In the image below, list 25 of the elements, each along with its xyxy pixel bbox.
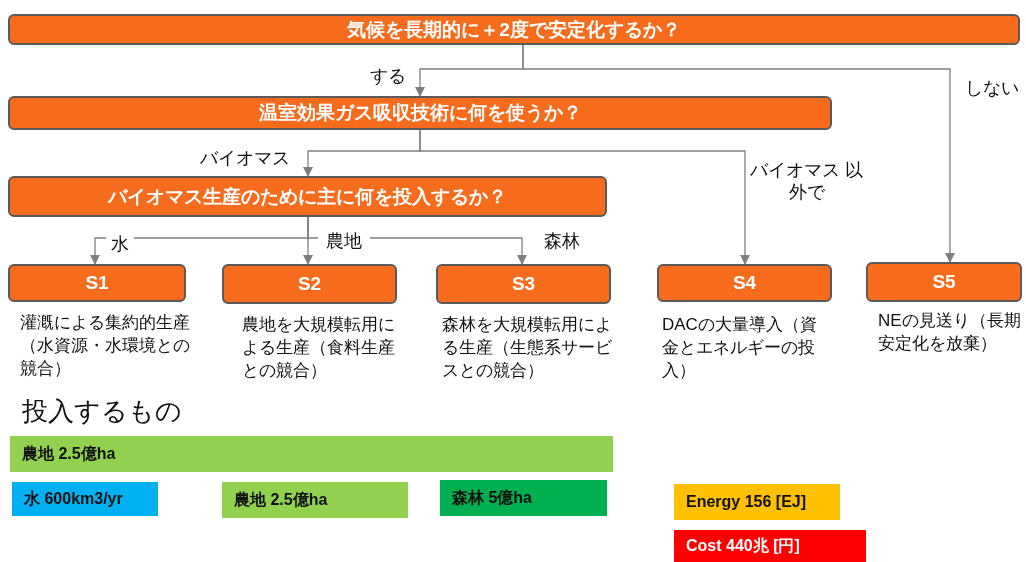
edge-label: 農地 bbox=[318, 231, 370, 253]
value-bar: 森林 5億ha bbox=[440, 480, 607, 516]
decision-box: 気候を長期的に＋2度で安定化するか？ bbox=[8, 14, 1020, 45]
decision-box: S2 bbox=[222, 264, 397, 304]
decision-box: 温室効果ガス吸収技術に何を使うか？ bbox=[8, 96, 832, 130]
decision-box: S5 bbox=[866, 262, 1022, 302]
decision-box: バイオマス生産のために主に何を投入するか？ bbox=[8, 176, 607, 217]
edge-label: バイオマス 以外で bbox=[748, 160, 866, 204]
scenario-description: 森林を大規模転用による生産（生態系サービスとの競合） bbox=[442, 314, 612, 382]
arrow bbox=[522, 44, 956, 264]
decision-box: S4 bbox=[657, 264, 832, 302]
edge-label: 水 bbox=[106, 234, 134, 256]
scenario-description: 灌漑による集約的生産（水資源・水環境との競合） bbox=[20, 312, 190, 380]
decision-box: S3 bbox=[436, 264, 611, 304]
scenario-description: 農地を大規模転用による生産（食料生産との競合） bbox=[242, 314, 396, 382]
value-bar: 農地 2.5億ha bbox=[222, 482, 408, 518]
section-heading: 投入するもの bbox=[22, 395, 182, 428]
value-bar: Cost 440兆 [円] bbox=[674, 530, 866, 562]
value-bar: 水 600km3/yr bbox=[12, 482, 158, 516]
arrow bbox=[419, 129, 751, 266]
value-bar: Energy 156 [EJ] bbox=[674, 484, 840, 520]
scenario-description: DACの大量導入（資金とエネルギーの投入） bbox=[662, 314, 818, 382]
value-bar: 農地 2.5億ha bbox=[10, 436, 613, 472]
decision-box: S1 bbox=[8, 264, 186, 302]
scenario-description: NEの見送り（長期安定化を放棄） bbox=[878, 310, 1022, 355]
